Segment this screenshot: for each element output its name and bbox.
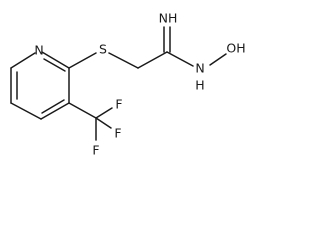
atom-labels: N S NH N H OH F F F	[34, 11, 245, 158]
atom-ring-nitrogen: N	[34, 43, 43, 58]
bond-c3-cf3	[68, 102, 97, 119]
bond-c2-s	[68, 52, 97, 69]
bond-c4-c5	[10, 102, 42, 120]
bond-c3-c4-inner	[41, 99, 65, 114]
atom-amidoxime-nitrogen-h: H	[195, 78, 204, 93]
bond-cf3-f-top	[95, 107, 113, 119]
bond-cf3-f-right	[95, 117, 112, 129]
bond-n1-c2	[41, 51, 70, 69]
chemical-structure: N S NH N H OH F F F	[10, 11, 246, 158]
bond-c-n	[166, 51, 194, 67]
atom-sulfur: S	[99, 42, 107, 57]
bond-n1-c2-inner	[43, 58, 66, 72]
atom-fluorine-top: F	[115, 97, 122, 112]
bonds	[10, 26, 227, 141]
bond-ch2-c	[137, 51, 168, 69]
bond-s-ch2	[108, 52, 139, 69]
bond-n-o	[209, 53, 227, 66]
bond-c6-n1	[10, 52, 36, 69]
atom-hydroxyl: OH	[226, 41, 245, 56]
atom-fluorine-right: F	[114, 126, 121, 141]
atom-fluorine-bottom: F	[92, 143, 99, 158]
atom-amidoxime-nitrogen: N	[195, 61, 204, 76]
bond-c3-c4	[40, 102, 70, 120]
atom-imine-nh: NH	[159, 11, 178, 26]
